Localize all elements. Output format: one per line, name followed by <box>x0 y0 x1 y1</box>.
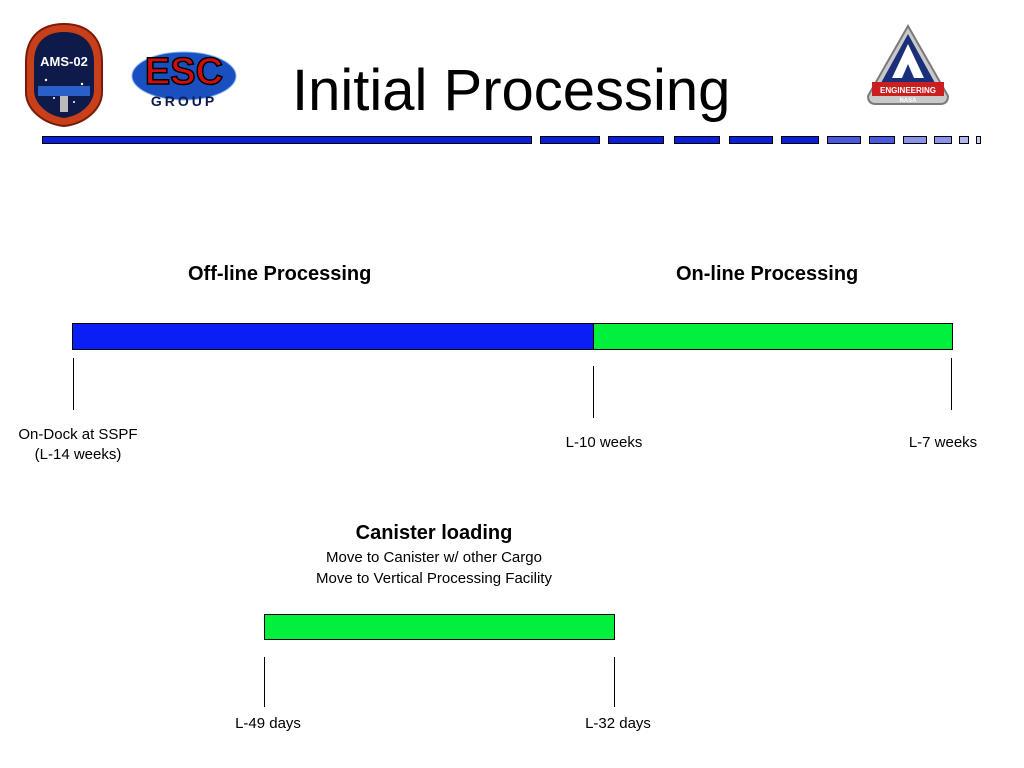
canister-end-tick <box>614 657 615 707</box>
esc-group-logo: ESC GROUP <box>116 40 252 110</box>
canister-start-tick <box>264 657 265 707</box>
canister-loading-bar <box>264 614 615 640</box>
offline-processing-heading: Off-line Processing <box>188 263 372 285</box>
esc-logo-text: ESC <box>145 51 223 93</box>
esc-logo-subtext: GROUP <box>151 93 217 109</box>
ams-02-patch-logo: AMS-02 <box>24 22 104 128</box>
nasa-badge-text: ENGINEERING <box>880 86 936 95</box>
divider-segment <box>729 136 773 144</box>
on-dock-label-line1: On-Dock at SSPF <box>18 426 138 443</box>
divider-segment <box>781 136 819 144</box>
ams-patch-text: AMS-02 <box>40 54 88 69</box>
canister-loading-heading: Canister loading <box>355 522 513 544</box>
divider-segment <box>959 136 969 144</box>
canister-loading-line1: Move to Canister w/ other Cargo <box>326 549 542 566</box>
mid-tick <box>593 366 594 418</box>
l-32-days-label: L-32 days <box>585 715 651 732</box>
slide-title: Initial Processing <box>292 58 731 123</box>
l-49-days-label: L-49 days <box>235 715 301 732</box>
divider-segment <box>608 136 664 144</box>
divider-segment <box>869 136 895 144</box>
l-7-weeks-label: L-7 weeks <box>908 434 978 451</box>
divider-segment <box>674 136 720 144</box>
online-processing-bar <box>593 323 953 350</box>
online-processing-heading: On-line Processing <box>676 263 859 285</box>
divider-segment <box>976 136 981 144</box>
divider-segment <box>540 136 600 144</box>
divider-segment <box>903 136 927 144</box>
on-dock-label: On-Dock at SSPF (L-14 weeks) <box>2 425 154 465</box>
nasa-engineering-badge: ENGINEERING NASA <box>864 22 952 112</box>
divider-segment <box>827 136 861 144</box>
start-tick <box>73 358 74 410</box>
divider-segment <box>934 136 952 144</box>
header-dashed-divider <box>42 136 982 146</box>
offline-processing-bar <box>72 323 602 350</box>
end-tick <box>951 358 952 410</box>
divider-segment <box>42 136 532 144</box>
l-10-weeks-label: L-10 weeks <box>565 434 643 451</box>
on-dock-label-line2: (L-14 weeks) <box>34 446 122 463</box>
canister-loading-line2: Move to Vertical Processing Facility <box>316 570 552 587</box>
nasa-badge-subtext: NASA <box>899 98 917 104</box>
